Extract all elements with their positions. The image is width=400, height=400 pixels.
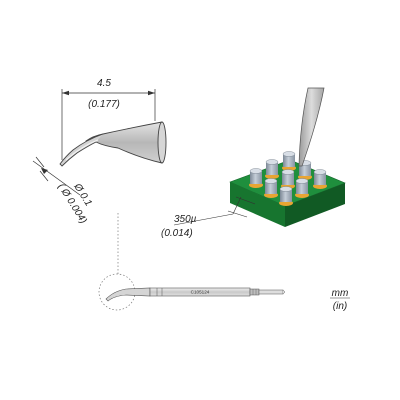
pitch-um: 350µ	[174, 214, 197, 225]
pcb-right-side	[285, 183, 345, 227]
diameter-arrow-icon	[41, 168, 48, 174]
diameter-tick-2	[39, 170, 49, 182]
diameter-line	[32, 160, 81, 196]
cartridge-tip	[105, 287, 151, 302]
bent-tip	[59, 133, 104, 167]
pin	[282, 151, 296, 171]
tip-cone-face	[157, 121, 167, 164]
part-number: C105124	[191, 290, 210, 295]
tip-cone	[85, 121, 163, 164]
unit-metric: mm	[332, 288, 349, 299]
pin	[279, 186, 293, 206]
pitch-inch: (0.014)	[161, 228, 193, 239]
arrow-right-icon	[148, 90, 155, 96]
tip-width-inch: (0.177)	[88, 99, 120, 110]
pin	[249, 168, 263, 188]
pin	[281, 169, 295, 189]
pcb-left-side	[230, 182, 285, 227]
pcb-illustration: 350µ (0.014)	[161, 87, 346, 239]
cartridge-overview: C105124	[98, 213, 285, 311]
cartridge-end	[258, 289, 284, 295]
pin	[264, 178, 278, 198]
pitch-extension-2	[227, 210, 248, 218]
pitch-leader	[173, 213, 234, 226]
pitch-dimension-line	[232, 196, 242, 215]
solder-needle	[298, 87, 325, 167]
tip-closeup: 4.5 (0.177) Ø 0.1 ( Ø 0.004)	[32, 78, 167, 226]
unit-imperial: (in)	[333, 301, 347, 312]
units-legend: mm (in)	[330, 288, 350, 312]
diameter-tick-1	[35, 156, 45, 168]
pitch-extension-1	[235, 196, 256, 205]
pin	[313, 169, 327, 189]
pin	[295, 178, 309, 198]
arrow-left-icon	[62, 90, 69, 96]
tip-width-mm: 4.5	[97, 78, 111, 89]
cartridge-connector	[249, 288, 260, 296]
pin	[265, 159, 279, 179]
